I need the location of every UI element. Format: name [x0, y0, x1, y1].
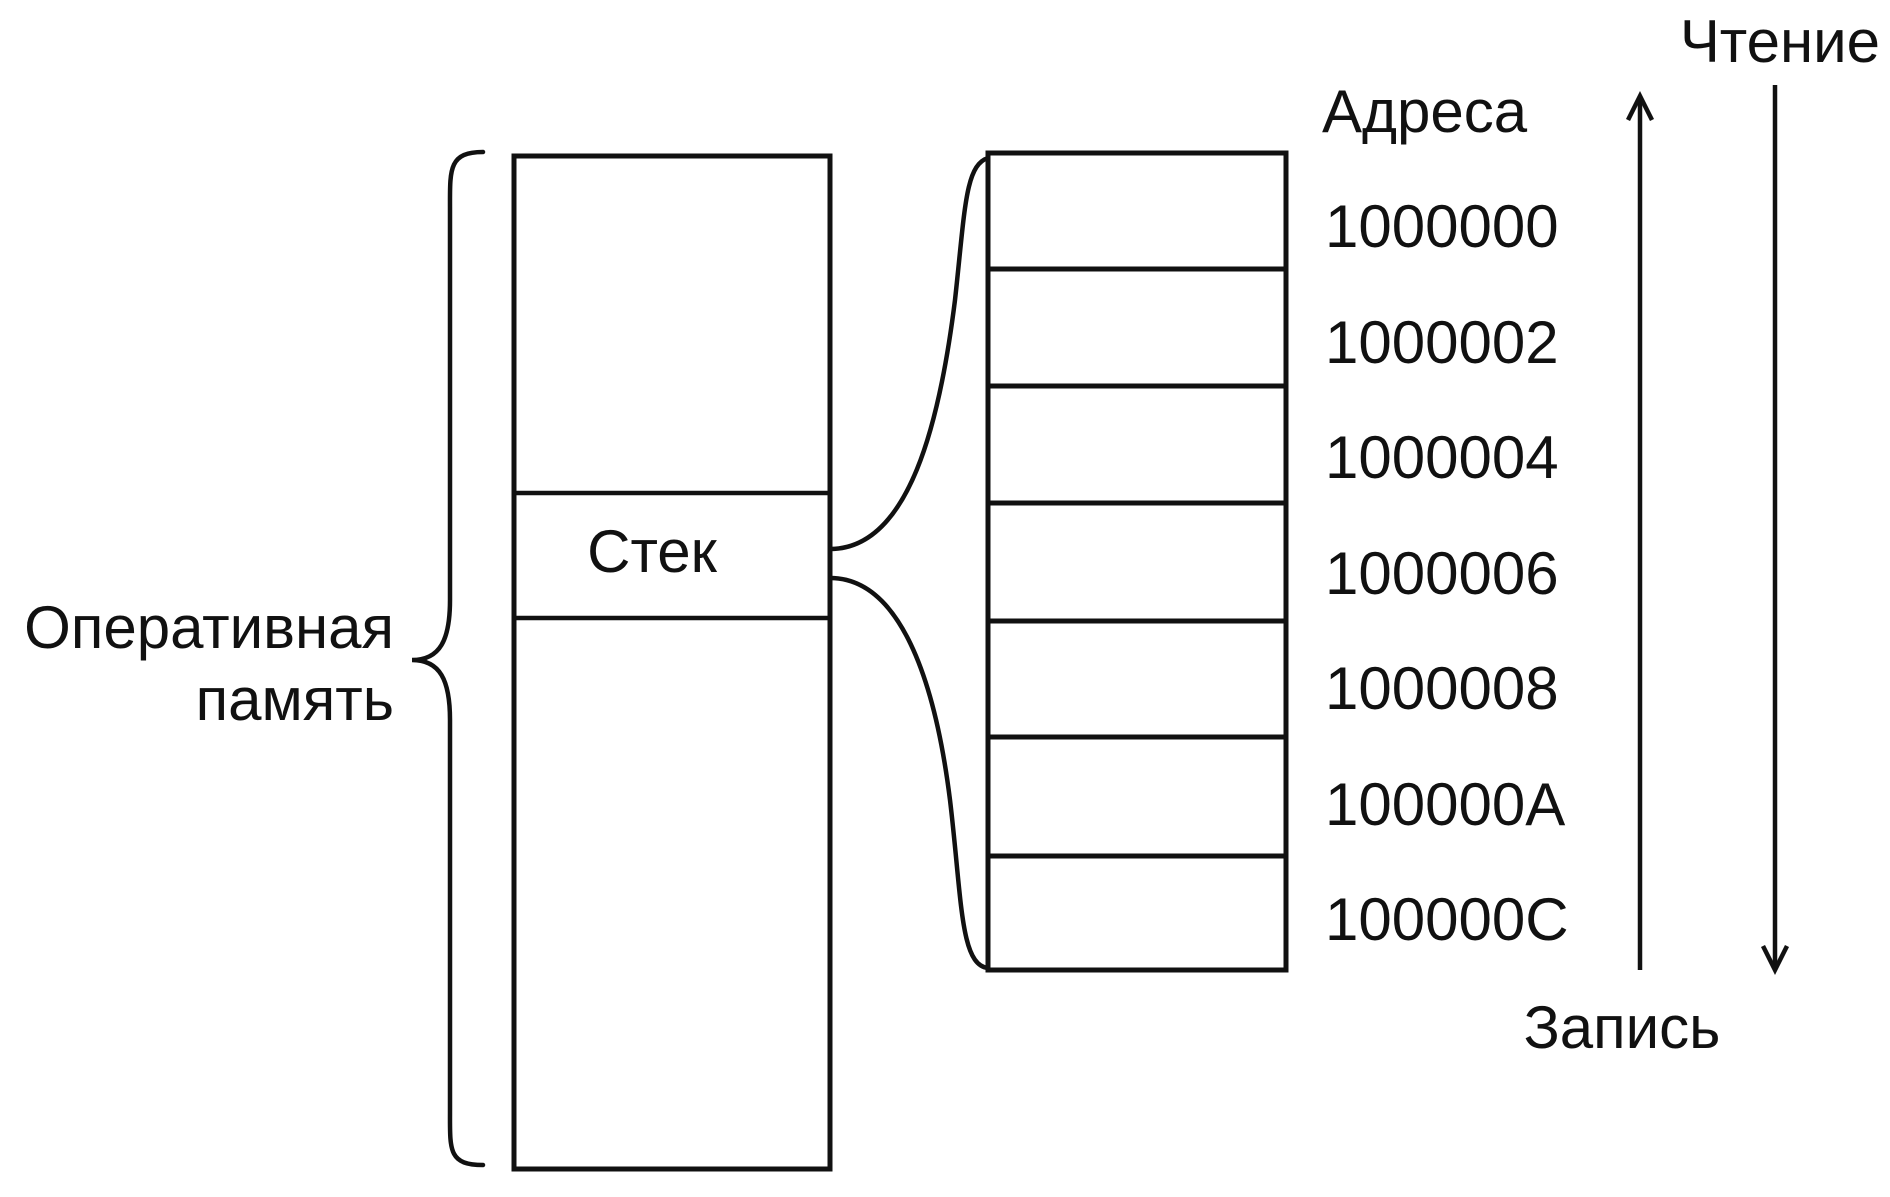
down-arrow-icon [1760, 85, 1790, 976]
address-value: 1000008 [1325, 655, 1559, 722]
stack-cell [985, 383, 1289, 506]
up-arrow-icon [1625, 90, 1655, 970]
address-value: 100000A [1325, 771, 1565, 838]
address-value: 1000006 [1325, 540, 1559, 607]
stack-cell [985, 266, 1289, 389]
stack-zoom-curve-top [829, 155, 989, 552]
ram-label-line1: Оперативная [24, 594, 394, 661]
address-value: 1000004 [1325, 424, 1559, 491]
address-value: 100000C [1325, 886, 1569, 953]
address-value: 1000002 [1325, 309, 1559, 376]
stack-cell [985, 150, 1289, 272]
stack-cell [985, 734, 1289, 859]
stack-label: Стек [587, 518, 718, 585]
stack-cells [985, 150, 1289, 973]
addresses-header: Адреса [1322, 78, 1528, 145]
stack-cell [985, 618, 1289, 740]
ram-label-line2: память [196, 666, 394, 733]
stack-cell [985, 853, 1289, 973]
stack-cell [985, 500, 1289, 624]
stack-zoom-curve-bottom [829, 575, 989, 971]
write-label: Запись [1524, 994, 1721, 1061]
ram-block [511, 153, 833, 1172]
address-value: 1000000 [1325, 193, 1559, 260]
ram-brace [411, 149, 486, 1168]
address-list: 1000000 1000002 1000004 1000006 1000008 … [1325, 193, 1569, 953]
read-label: Чтение [1680, 8, 1880, 75]
